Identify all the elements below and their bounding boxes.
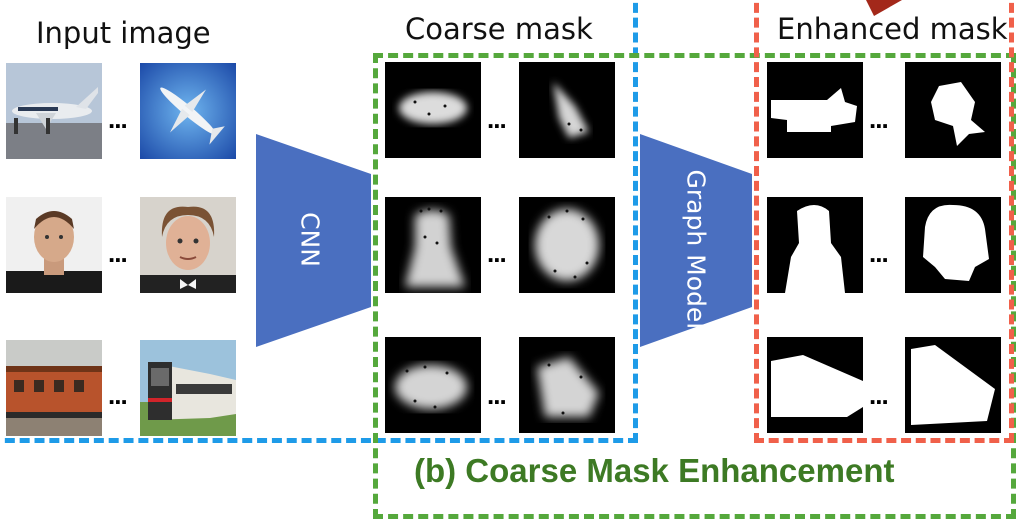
ellipsis: ...	[108, 104, 128, 134]
coarse-mask-train-2	[519, 337, 615, 433]
ellipsis: ...	[108, 238, 128, 268]
coarse-mask-train-1	[385, 337, 481, 433]
input-image-heading: Input image	[36, 16, 211, 50]
enhanced-mask-train-2	[905, 337, 1001, 433]
input-photo-train-2	[140, 340, 236, 436]
coarse-mask-heading: Coarse mask	[405, 12, 593, 46]
enhanced-mask-frame	[754, 0, 1014, 443]
enhanced-mask-train-1	[767, 337, 863, 433]
cnn-label: CNN	[295, 212, 325, 267]
input-stage-frame	[0, 0, 638, 443]
ellipsis: ...	[487, 104, 507, 134]
coarse-mask-face-1	[385, 197, 481, 293]
arrow-down-icon	[866, 0, 902, 16]
input-photo-train-1	[6, 340, 102, 436]
input-photo-face-1	[6, 197, 102, 293]
input-photo-airplane-sky	[140, 63, 236, 159]
ellipsis: ...	[108, 380, 128, 410]
ellipsis: ...	[487, 238, 507, 268]
enhanced-mask-face-2	[905, 197, 1001, 293]
ellipsis: ...	[869, 104, 889, 134]
enhanced-mask-airplane-2	[905, 62, 1001, 158]
coarse-mask-airplane-1	[385, 62, 481, 158]
ellipsis: ...	[487, 380, 507, 410]
input-photo-face-2	[140, 197, 236, 293]
enhanced-mask-airplane-1	[767, 62, 863, 158]
cnn-block	[256, 134, 371, 347]
graph-model-block	[640, 134, 752, 347]
graph-model-label: Graph Model	[681, 169, 711, 330]
coarse-mask-airplane-2	[519, 62, 615, 158]
ellipsis: ...	[869, 380, 889, 410]
input-photo-airplane-ground	[6, 63, 102, 159]
enhanced-mask-heading: Enhanced mask	[777, 12, 1008, 46]
coarse-mask-face-2	[519, 197, 615, 293]
section-caption: (b) Coarse Mask Enhancement	[414, 452, 895, 489]
enhanced-mask-face-1	[767, 197, 863, 293]
ellipsis: ...	[869, 238, 889, 268]
